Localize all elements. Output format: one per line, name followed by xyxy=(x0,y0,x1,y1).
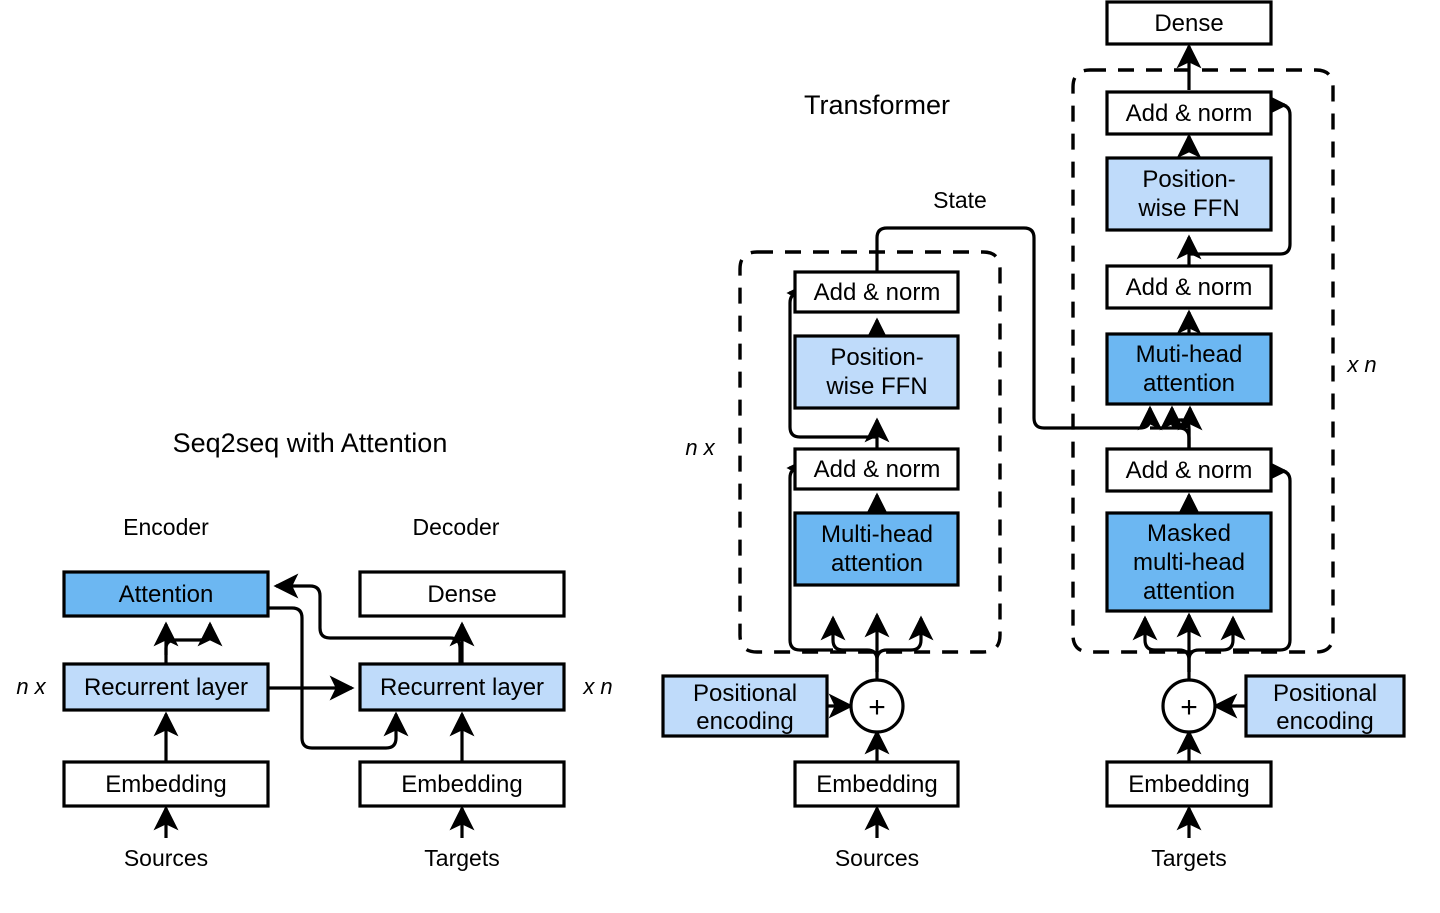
transformer-encoder-positional-box[interactable] xyxy=(661,674,829,738)
transformer-decoder-positional-label-line2: encoding xyxy=(1276,708,1373,735)
transformer-decoder-dense-box[interactable] xyxy=(1105,0,1273,46)
wire-attention-to-dec-recurrent xyxy=(268,606,409,750)
seq2seq-decoder-caption: Decoder xyxy=(413,514,500,540)
transformer-decoder-ffn-label-line1: Position- xyxy=(1142,166,1235,193)
transformer-encoder-attention-label-line1: Multi-head xyxy=(821,521,933,548)
transformer-encoder-attention-label-line2: attention xyxy=(831,550,923,577)
transformer-decoder-addnorm-top-label: Add & norm xyxy=(1126,100,1253,127)
transformer-encoder-add-circle[interactable] xyxy=(849,678,905,734)
seq2seq-repeat-left: n x xyxy=(16,674,46,699)
transformer-encoder-repeat: n x xyxy=(685,435,715,460)
transformer-encoder-attention-box[interactable] xyxy=(793,511,960,587)
transformer-encoder-addnorm-bottom-label: Add & norm xyxy=(814,456,941,483)
transformer-decoder-ffn-label-line2: wise FFN xyxy=(1137,195,1239,222)
transformer-decoder-embedding-label: Embedding xyxy=(1128,771,1249,798)
transformer-encoder-ffn-label-line2: wise FFN xyxy=(825,373,927,400)
transformer-encoder-plus-label: + xyxy=(868,691,886,724)
seq2seq-encoder-input-label: Sources xyxy=(124,845,208,871)
seq2seq-encoder-recurrent-box[interactable] xyxy=(62,662,270,712)
seq2seq-encoder-embedding-box[interactable] xyxy=(62,760,270,808)
wire-t-dec-addnorm-to-cross xyxy=(1159,405,1191,449)
transformer-decoder-cross-attention-label-line2: attention xyxy=(1143,370,1235,397)
wire-t-dec-masked-prong-left xyxy=(1132,615,1191,672)
wire-state-to-decoder-b xyxy=(1150,405,1203,431)
transformer-decoder-masked-attention-label-line1: Masked xyxy=(1147,520,1231,547)
wire-t-dec-residual-1 xyxy=(1233,458,1292,652)
transformer-decoder-positional-label-line1: Positional xyxy=(1273,680,1377,707)
transformer-decoder-plus-label: + xyxy=(1180,691,1198,724)
transformer-decoder-positional-box[interactable] xyxy=(1244,674,1406,738)
seq2seq-encoder-embedding-label: Embedding xyxy=(105,771,226,798)
transformer-encoder-embedding-label: Embedding xyxy=(816,771,937,798)
transformer-decoder-cross-attention-box[interactable] xyxy=(1105,332,1273,406)
transformer-decoder-add-circle[interactable] xyxy=(1161,678,1217,734)
wire-state-to-decoder-a xyxy=(875,226,1163,431)
transformer-decoder-cross-attention-label-line1: Muti-head xyxy=(1136,341,1243,368)
transformer-encoder-positional-label-line1: Positional xyxy=(693,680,797,707)
seq2seq-encoder-attention-box[interactable] xyxy=(62,570,270,618)
seq2seq-repeat-right: x n xyxy=(582,674,612,699)
transformer-decoder-addnorm-mid-label: Add & norm xyxy=(1126,274,1253,301)
seq2seq-title: Seq2seq with Attention xyxy=(173,428,448,458)
transformer-decoder-dense-label: Dense xyxy=(1154,10,1223,37)
transformer-encoder-input-label: Sources xyxy=(835,845,919,871)
transformer-encoder-ffn-box[interactable] xyxy=(793,334,960,410)
seq2seq-encoder-attention-label: Attention xyxy=(119,581,214,608)
wire-t-enc-attn-prong-right xyxy=(875,615,934,672)
transformer-decoder-masked-attention-label-line3: attention xyxy=(1143,578,1235,605)
seq2seq-decoder-dense-box[interactable] xyxy=(358,570,566,618)
transformer-decoder-masked-attention-label-line2: multi-head xyxy=(1133,549,1245,576)
transformer-encoder-addnorm-top-box[interactable] xyxy=(793,270,960,314)
transformer-decoder-addnorm-top-box[interactable] xyxy=(1105,90,1273,136)
seq2seq-decoder-embedding-box[interactable] xyxy=(358,760,566,808)
transformer-decoder-addnorm-mid-box[interactable] xyxy=(1105,264,1273,310)
transformer-encoder-embedding-box[interactable] xyxy=(793,760,960,808)
wire-t-dec-residual-2 xyxy=(1189,92,1292,256)
seq2seq-decoder-embedding-label: Embedding xyxy=(401,771,522,798)
transformer-decoder-addnorm-bottom-box[interactable] xyxy=(1105,447,1273,493)
wire-t-dec-masked-prong-right xyxy=(1187,615,1246,672)
transformer-encoder-ffn-label-line1: Position- xyxy=(830,344,923,371)
transformer-decoder-masked-attention-box[interactable] xyxy=(1105,511,1273,613)
transformer-state-label: State xyxy=(933,187,987,213)
transformer-encoder-addnorm-bottom-box[interactable] xyxy=(793,447,960,491)
transformer-encoder-addnorm-top-label: Add & norm xyxy=(814,279,941,306)
seq2seq-encoder-caption: Encoder xyxy=(123,514,209,540)
wire-t-enc-attn-prong-left xyxy=(820,615,879,672)
transformer-decoder-ffn-box[interactable] xyxy=(1105,156,1273,232)
transformer-decoder-addnorm-bottom-label: Add & norm xyxy=(1126,457,1253,484)
transformer-encoder-positional-label-line2: encoding xyxy=(696,708,793,735)
transformer-decoder-embedding-box[interactable] xyxy=(1105,760,1273,808)
transformer-decoder-repeat: x n xyxy=(1346,352,1376,377)
seq2seq-encoder-recurrent-label: Recurrent layer xyxy=(84,674,248,701)
seq2seq-decoder-recurrent-box[interactable] xyxy=(358,662,566,712)
transformer-title: Transformer xyxy=(804,90,950,120)
transformer-decoder-block-outline xyxy=(1071,68,1335,654)
wire-enc-recurrent-to-attention-b xyxy=(164,621,223,655)
transformer-encoder-block-outline xyxy=(738,250,1002,654)
seq2seq-decoder-dense-label: Dense xyxy=(427,581,496,608)
seq2seq-decoder-recurrent-label: Recurrent layer xyxy=(380,674,544,701)
transformer-decoder-input-label: Targets xyxy=(1151,845,1226,871)
seq2seq-decoder-input-label: Targets xyxy=(424,845,499,871)
